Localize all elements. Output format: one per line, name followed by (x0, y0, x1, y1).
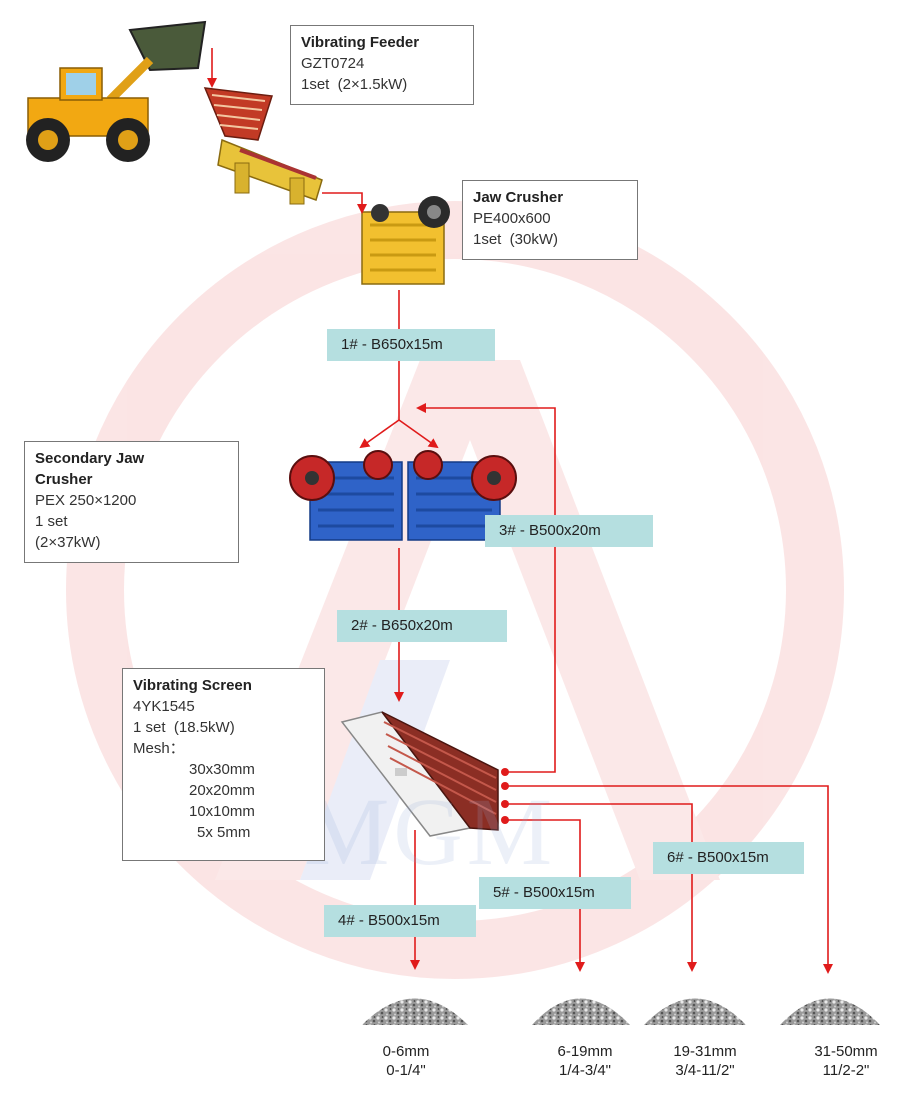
mesh-size: 5x 5mm (197, 824, 251, 841)
product-size-mm: 0-6mm (382, 1043, 430, 1060)
jaw-crusher-title: Jaw Crusher (473, 189, 564, 206)
secondary-jaw-crusher-right-image (407, 450, 517, 541)
mesh-size: 30x30mm (189, 761, 255, 778)
vibrating-screen-title: Vibrating Screen (133, 677, 252, 694)
jaw-crusher-label: Jaw Crusher PE400x600 1set (30kW) (462, 180, 638, 260)
product-size-inch: 1/4-3/4" (558, 1062, 612, 1079)
secondary-jaw-crusher-qty: 1 set (35, 513, 68, 530)
conveyor-label-6: 6# - B500x15m (653, 842, 804, 874)
mesh-size: 10x10mm (189, 803, 255, 820)
product-label-3: 31-50mm 11/2-2" (786, 1042, 900, 1080)
secondary-jaw-crusher-model: PEX 250×1200 (35, 492, 137, 509)
product-label-1: 6-19mm 1/4-3/4" (525, 1042, 645, 1080)
jaw-crusher-qty: 1set (30kW) (473, 231, 559, 248)
product-size-mm: 19-31mm (673, 1043, 737, 1060)
jaw-crusher-model: PE400x600 (473, 210, 551, 227)
vibrating-feeder-qty: 1set (2×1.5kW) (301, 76, 408, 93)
product-pile-3 (780, 998, 880, 1025)
conveyor-label-2: 2# - B650x20m (337, 610, 507, 642)
conveyor-label-1: 1# - B650x15m (327, 329, 495, 361)
vibrating-screen-qty: 1 set (18.5kW) (133, 719, 235, 736)
product-size-inch: 11/2-2" (822, 1062, 870, 1079)
secondary-jaw-crusher-label: Secondary Jaw Crusher PEX 250×1200 1 set… (24, 441, 239, 563)
watermark-logo (66, 201, 844, 979)
vibrating-screen-model: 4YK1545 (133, 698, 195, 715)
jaw-crusher-image (361, 196, 450, 285)
product-size-inch: 3/4-11/2" (675, 1062, 735, 1079)
conveyor-label-4: 4# - B500x15m (324, 905, 476, 937)
watermark-text: MGM (304, 778, 557, 885)
vibrating-feeder-image (203, 87, 323, 205)
product-size-mm: 6-19mm (557, 1043, 613, 1060)
secondary-jaw-crusher-left-image (289, 450, 403, 541)
product-pile-0 (362, 998, 468, 1025)
secondary-jaw-crusher-title-1: Secondary Jaw (35, 450, 145, 467)
vibrating-feeder-title: Vibrating Feeder (301, 34, 420, 51)
product-size-inch: 0-1/4" (386, 1062, 426, 1079)
vibrating-screen-mesh-label: Mesh： (133, 740, 185, 757)
product-pile-2 (644, 998, 746, 1025)
vibrating-screen-label: Vibrating Screen 4YK1545 1 set (18.5kW) … (122, 668, 325, 861)
vibrating-feeder-label: Vibrating Feeder GZT0724 1set (2×1.5kW) (290, 25, 474, 105)
product-size-mm: 31-50mm (814, 1043, 878, 1060)
wheel-loader-image (26, 20, 207, 162)
secondary-jaw-crusher-title-2: Crusher (35, 471, 93, 488)
product-pile-1 (532, 998, 630, 1025)
vibrating-feeder-model: GZT0724 (301, 55, 365, 72)
secondary-jaw-crusher-power: (2×37kW) (35, 534, 101, 551)
conveyor-label-3: 3# - B500x20m (485, 515, 653, 547)
product-label-0: 0-6mm 0-1/4" (346, 1042, 466, 1080)
product-label-2: 19-31mm 3/4-11/2" (645, 1042, 765, 1080)
mesh-size: 20x20mm (189, 782, 255, 799)
conveyor-label-5: 5# - B500x15m (479, 877, 631, 909)
vibrating-screen-image (340, 711, 499, 837)
screen-outlet-dots (501, 768, 509, 824)
flow-arrows (207, 48, 833, 974)
